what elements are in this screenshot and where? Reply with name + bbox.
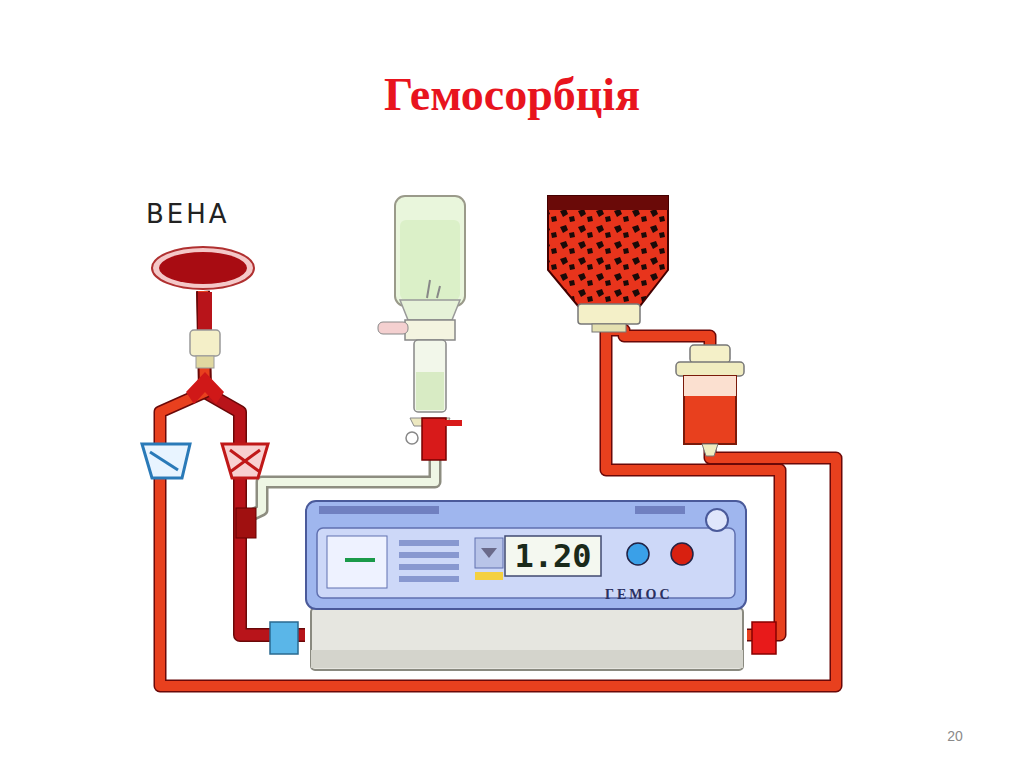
venous-clamp bbox=[142, 444, 190, 478]
vein-outline bbox=[150, 245, 256, 291]
slide-title: Гемосорбція bbox=[384, 68, 640, 121]
saline-clamp bbox=[406, 418, 462, 460]
sorption-column bbox=[548, 196, 668, 332]
blood-filter bbox=[676, 345, 744, 456]
pump-housing bbox=[305, 500, 747, 672]
junction bbox=[236, 508, 256, 538]
blood-line bbox=[160, 291, 836, 686]
saline-bottle bbox=[378, 196, 465, 426]
slide-number: 20 bbox=[947, 728, 963, 744]
flow-display: 1.20 bbox=[514, 540, 591, 572]
vein-cannula bbox=[186, 292, 224, 404]
arterial-clamp bbox=[222, 444, 268, 478]
tube-connector bbox=[270, 622, 298, 654]
vein-node: ВЕНА bbox=[150, 245, 256, 291]
vein-label: ВЕНА bbox=[146, 199, 230, 229]
pump-device: 1.20ГЕМОС bbox=[305, 500, 747, 672]
device-name: ГЕМОС bbox=[605, 588, 673, 602]
tube-connector bbox=[752, 622, 776, 654]
